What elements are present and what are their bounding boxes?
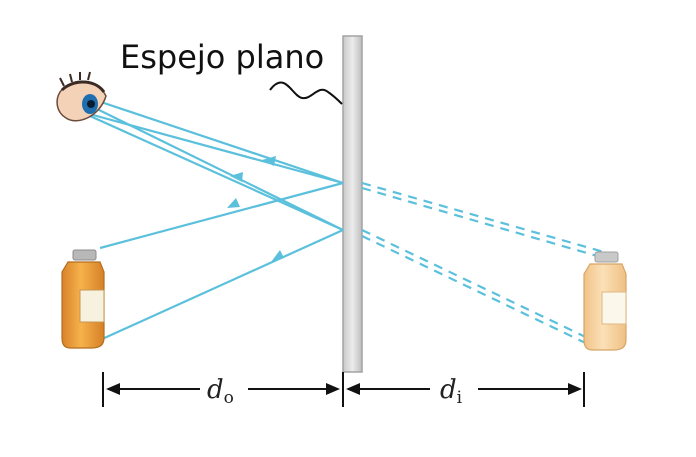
dimension-do [102, 372, 340, 407]
dimension-di [342, 372, 585, 407]
label-di-symbol: d [440, 375, 457, 405]
bottle-object-icon [61, 249, 105, 349]
bottle-image-icon [583, 251, 627, 351]
mirror-label: Espejo plano [120, 38, 325, 76]
ray-arrows [227, 156, 284, 262]
label-pointer [269, 81, 343, 105]
reflected-rays [81, 98, 344, 342]
virtual-rays [361, 181, 605, 348]
label-di-subscript: i [457, 388, 463, 408]
label-do-subscript: o [224, 388, 234, 408]
plane-mirror [342, 35, 363, 373]
eye-icon [56, 71, 107, 122]
label-do-symbol: d [207, 375, 224, 405]
label-di: di [440, 375, 463, 408]
label-do: do [207, 375, 234, 408]
